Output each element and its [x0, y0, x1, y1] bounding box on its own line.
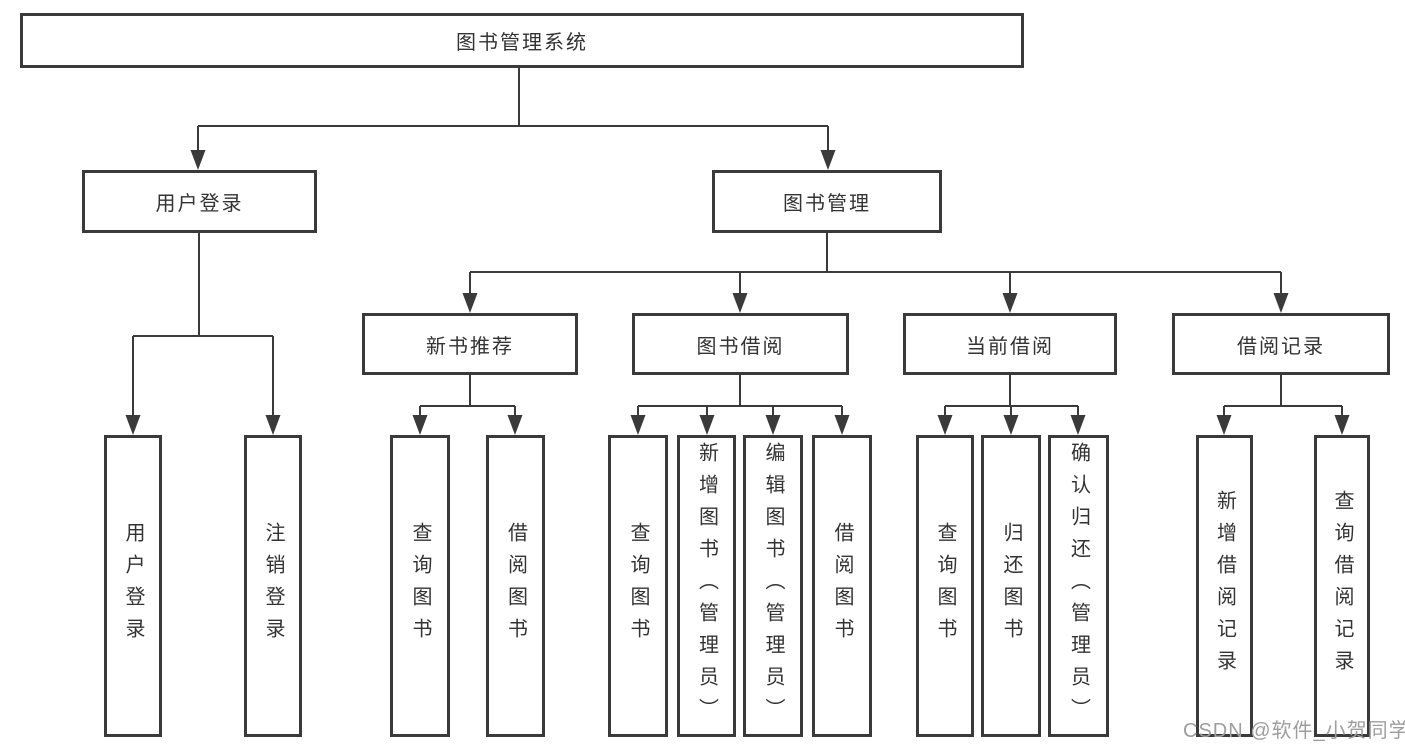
node-borrowing-records: 借阅记录 [1172, 313, 1390, 375]
leaf-edit-books-admin-label: 编辑图书（管理员） [762, 442, 784, 730]
leaf-add-books-admin-label: 新增图书（管理员） [695, 442, 718, 730]
node-new-book-recommend-label: 新书推荐 [426, 335, 514, 358]
node-book-management-label: 图书管理 [783, 193, 871, 215]
leaf-query-books-recommend: 查询图书 [390, 435, 450, 737]
leaf-user-login: 用户登录 [104, 435, 162, 737]
leaf-borrow-books-borrowing: 借阅图书 [812, 435, 872, 737]
csdn-watermark: CSDN @软件_小贺同学 [1183, 720, 1405, 742]
node-user-login-label: 用户登录 [155, 193, 244, 215]
node-borrowing-records-label: 借阅记录 [1237, 335, 1325, 358]
node-current-borrowing: 当前借阅 [903, 313, 1117, 375]
leaf-query-borrow-record: 查询借阅记录 [1314, 435, 1370, 737]
leaf-return-books-label: 归还图书 [1000, 522, 1022, 650]
node-book-borrowing-label: 图书借阅 [696, 335, 785, 358]
leaf-add-books-admin: 新增图书（管理员） [677, 435, 736, 737]
leaf-add-borrow-record: 新增借阅记录 [1196, 435, 1253, 737]
leaf-confirm-return-admin: 确认归还（管理员） [1048, 435, 1109, 737]
leaf-user-login-label: 用户登录 [122, 522, 144, 650]
leaf-add-borrow-record-label: 新增借阅记录 [1213, 490, 1236, 682]
leaf-query-books-current: 查询图书 [916, 435, 974, 737]
leaf-query-books-borrowing: 查询图书 [608, 435, 668, 737]
leaf-return-books: 归还图书 [981, 435, 1041, 737]
leaf-edit-books-admin: 编辑图书（管理员） [743, 435, 803, 737]
leaf-confirm-return-admin-label: 确认归还（管理员） [1067, 442, 1090, 730]
node-library-system-label: 图书管理系统 [456, 32, 588, 54]
node-current-borrowing-label: 当前借阅 [966, 335, 1054, 358]
leaf-borrow-books-recommend-label: 借阅图书 [504, 522, 527, 650]
leaf-query-books-borrowing-label: 查询图书 [627, 522, 649, 650]
node-library-system: 图书管理系统 [20, 13, 1024, 68]
leaf-query-borrow-record-label: 查询借阅记录 [1331, 490, 1353, 682]
node-book-management: 图书管理 [712, 170, 942, 233]
leaf-borrow-books-recommend: 借阅图书 [486, 435, 545, 737]
leaf-logout-label: 注销登录 [262, 522, 284, 650]
leaf-logout: 注销登录 [244, 435, 302, 737]
node-new-book-recommend: 新书推荐 [362, 313, 578, 375]
leaf-query-books-recommend-label: 查询图书 [409, 522, 431, 650]
leaf-borrow-books-borrowing-label: 借阅图书 [831, 522, 853, 650]
node-book-borrowing: 图书借阅 [632, 313, 849, 375]
connector-lines [132, 68, 1343, 418]
node-user-login: 用户登录 [82, 170, 317, 233]
leaf-query-books-current-label: 查询图书 [934, 522, 956, 650]
